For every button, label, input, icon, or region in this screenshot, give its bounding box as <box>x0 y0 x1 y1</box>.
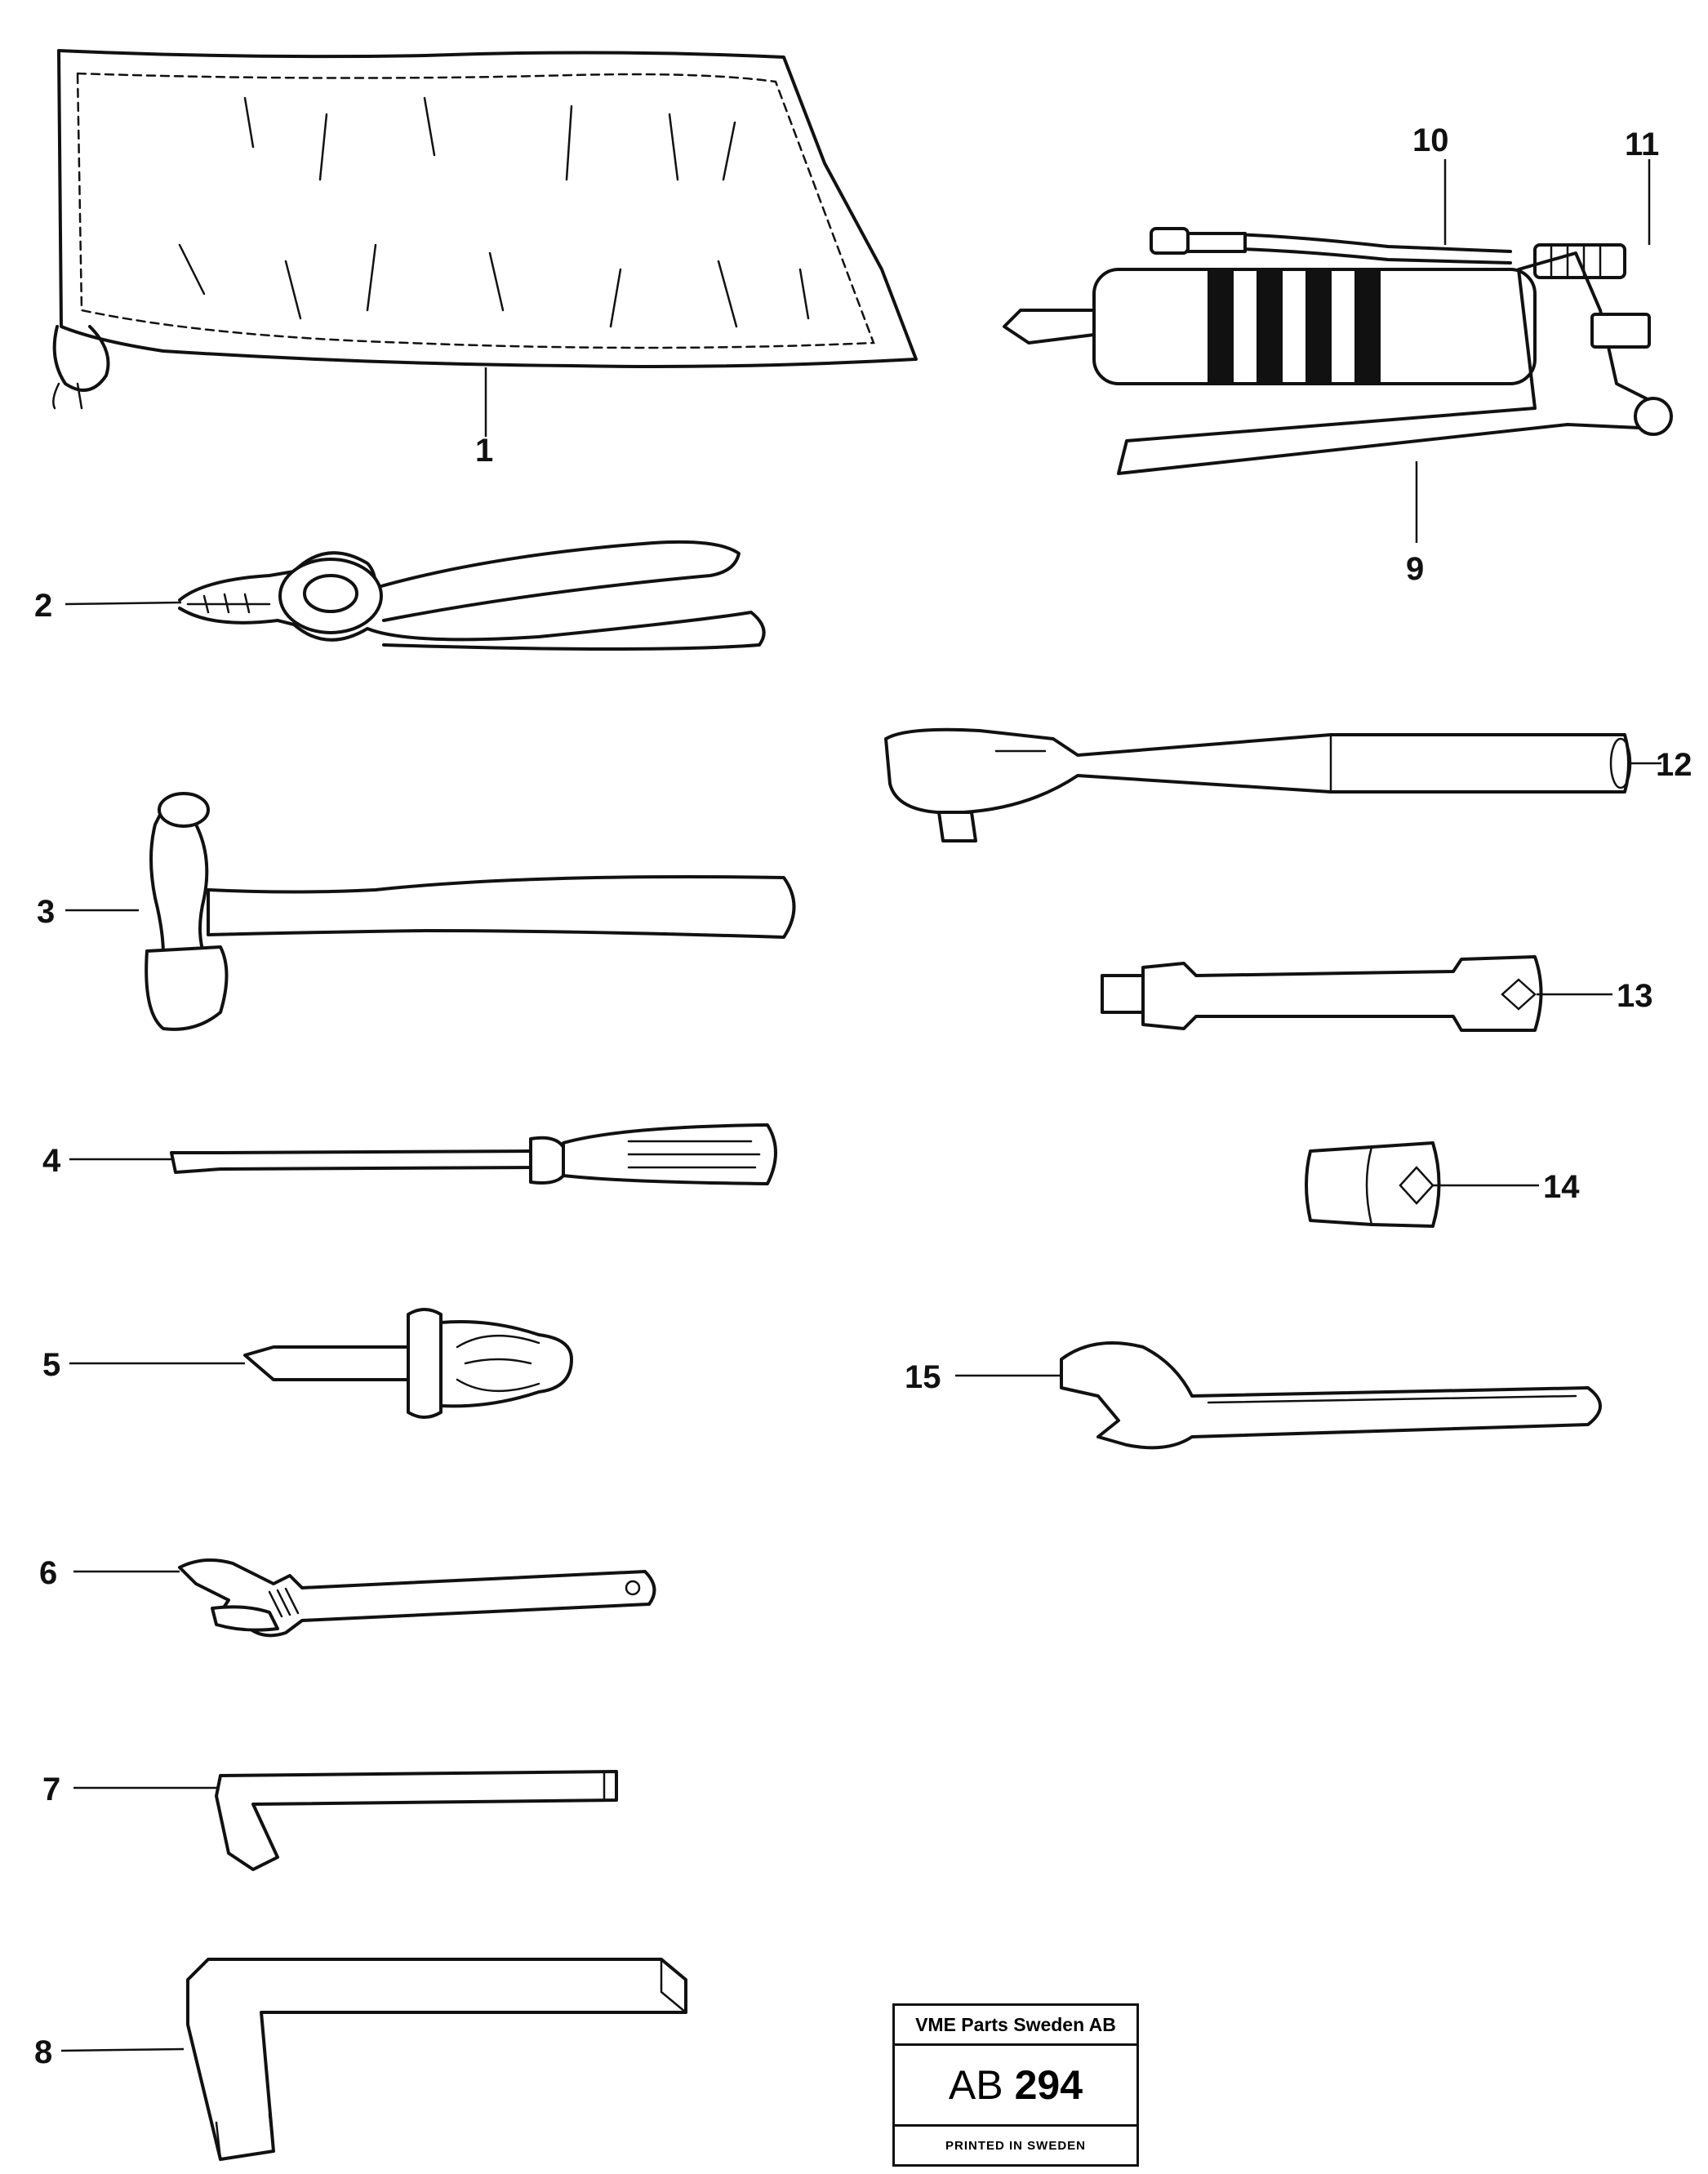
cross-screwdriver-icon <box>243 1308 573 1419</box>
ratchet-icon <box>884 727 1632 842</box>
callout-4: 4 <box>42 1143 61 1179</box>
open-end-spanner-icon <box>1060 1341 1602 1450</box>
callout-5: 5 <box>42 1347 60 1383</box>
flat-screwdriver-icon <box>170 1123 777 1185</box>
stamp-code-prefix: AB <box>948 2062 1003 2108</box>
parts-stamp: VME Parts Sweden AB AB 294 PRINTED IN SW… <box>892 2003 1139 2167</box>
stamp-code-number: 294 <box>1014 2062 1083 2108</box>
pliers-icon <box>178 540 766 651</box>
callout-8: 8 <box>34 2034 52 2070</box>
large-hex-key-icon <box>186 1958 687 2161</box>
leader-lines <box>60 159 1661 2052</box>
stamp-code: AB 294 <box>895 2046 1136 2127</box>
callout-6: 6 <box>39 1555 57 1591</box>
callout-10: 10 <box>1412 122 1449 158</box>
callout-13: 13 <box>1617 978 1653 1014</box>
small-hex-key-icon <box>215 1770 618 1871</box>
callout-labels: 1 2 3 4 5 6 7 8 9 10 11 12 13 14 15 <box>34 122 1692 2070</box>
socket-icon <box>1305 1141 1441 1228</box>
callout-3: 3 <box>37 894 55 930</box>
grease-gun-icon <box>1003 227 1673 475</box>
callout-15: 15 <box>905 1359 941 1395</box>
tool-bag-icon <box>52 49 918 410</box>
hammer-icon <box>145 792 796 1031</box>
callout-12: 12 <box>1656 747 1692 783</box>
callout-2: 2 <box>34 588 52 624</box>
callout-1: 1 <box>475 433 493 469</box>
callout-7: 7 <box>42 1772 60 1807</box>
adjustable-wrench-icon <box>178 1558 656 1638</box>
callout-14: 14 <box>1543 1169 1580 1205</box>
stamp-company: VME Parts Sweden AB <box>895 2006 1136 2046</box>
callout-9: 9 <box>1406 551 1424 587</box>
extension-bar-icon <box>1101 955 1543 1032</box>
stamp-footer: PRINTED IN SWEDEN <box>945 2138 1086 2153</box>
callout-11: 11 <box>1625 127 1659 162</box>
